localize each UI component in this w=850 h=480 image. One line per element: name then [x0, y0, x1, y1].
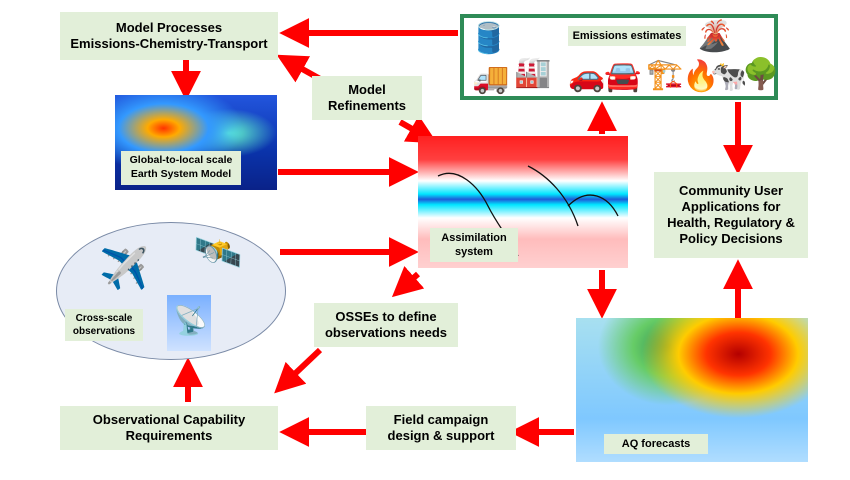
assimilation-map: Assimilation system: [418, 136, 628, 268]
model-refinements-line-1: Model: [348, 81, 386, 97]
aq-forecast-map: AQ forecasts: [576, 318, 808, 462]
model-processes-line-1: Model Processes: [115, 19, 223, 35]
obs-capability-line-2: Requirements: [125, 428, 213, 443]
community-line-1: Community User: [678, 182, 784, 198]
emissions-label: Emissions estimates: [568, 26, 686, 46]
field-campaign-line-1: Field campaign: [393, 411, 489, 427]
community-line-3: Health, Regulatory &: [667, 215, 795, 230]
cross-scale-observations-ellipse: ✈️ 🛰️ 📡 Cross-scale observations: [56, 222, 286, 360]
volcano-icon: 🌋: [696, 20, 734, 53]
community-line-2: Applications for: [681, 198, 781, 214]
cross-scale-label-line-1: Cross-scale: [75, 313, 133, 324]
factory-icon: 🏭: [514, 56, 552, 89]
car-icon: 🚗: [568, 60, 606, 93]
osses-box: OSSEs to define observations needs: [314, 303, 458, 347]
assimilation-label-line-2: system: [455, 246, 493, 258]
field-campaign-box: Field campaign design & support: [366, 406, 516, 450]
assimilation-label: Assimilation system: [430, 228, 518, 262]
osses-line-1: OSSEs to define: [335, 308, 437, 324]
fire-icon: 🔥: [682, 60, 720, 93]
model-processes-box: Model Processes Emissions-Chemistry-Tran…: [60, 12, 278, 60]
field-campaign-line-2: design & support: [387, 428, 495, 443]
truck-icon: 🚚: [472, 62, 510, 95]
obs-capability-line-1: Observational Capability: [92, 411, 246, 427]
observational-capability-box: Observational Capability Requirements: [60, 406, 278, 450]
emissions-panel: Emissions estimates 🛢️ 🚚 🏭 🚗 🚘 🏗️ 🔥 🌋 🐄 …: [460, 14, 780, 100]
satellite-icon: 🛰️: [193, 231, 243, 275]
community-line-4: Policy Decisions: [679, 231, 783, 247]
earth-system-label-line-1: Global-to-local scale: [129, 154, 233, 167]
arrow-refinements-to-assimilation: [398, 115, 438, 144]
oil-pump-icon: 🛢️: [470, 22, 508, 55]
arrow-osses-to-obs-capability: [274, 347, 323, 394]
earth-system-label-line-2: Earth System Model: [130, 168, 232, 180]
arrow-assimilation-to-osses: [391, 266, 425, 298]
airplane-icon: ✈️: [99, 247, 149, 291]
model-processes-line-2: Emissions-Chemistry-Transport: [70, 36, 268, 51]
cross-scale-label: Cross-scale observations: [65, 309, 143, 341]
refinery-icon: 🏗️: [646, 58, 684, 91]
model-refinements-line-2: Refinements: [327, 98, 407, 113]
osses-line-2: observations needs: [324, 325, 448, 340]
cow-icon: 🐄: [710, 60, 748, 93]
earth-system-model-map: Global-to-local scale Earth System Model: [115, 95, 277, 190]
cross-scale-label-line-2: observations: [72, 326, 136, 337]
tree-icon: 🌳: [742, 58, 780, 91]
assimilation-label-line-1: Assimilation: [441, 231, 507, 244]
weather-station-photo: 📡: [167, 295, 211, 351]
weather-station-icon: 📡: [173, 305, 208, 336]
car-icon: 🚘: [604, 60, 642, 93]
earth-system-label: Global-to-local scale Earth System Model: [121, 151, 241, 185]
model-refinements-box: Model Refinements: [312, 76, 422, 120]
community-applications-box: Community User Applications for Health, …: [654, 172, 808, 258]
aq-label: AQ forecasts: [604, 434, 708, 454]
